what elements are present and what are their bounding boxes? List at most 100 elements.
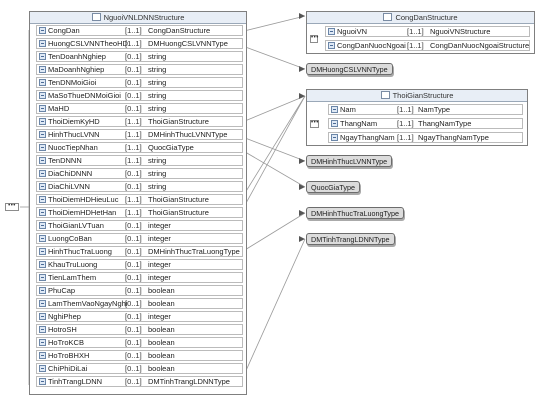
field-row[interactable]: ThoiDiemKyHD[1..1]ThoiGianStructure xyxy=(30,115,246,128)
field-cardinality: [0..1] xyxy=(125,234,142,243)
field-type: DMTinhTrangLDNNType xyxy=(148,377,230,386)
field-row-frame xyxy=(36,363,243,374)
field-row-frame xyxy=(36,285,243,296)
choice-compositor[interactable]: ••• xyxy=(310,120,319,128)
field-row-frame xyxy=(36,168,243,179)
field-row[interactable]: HinhThucLVNN[1..1]DMHinhThucLVNNType xyxy=(30,128,246,141)
field-row-frame xyxy=(36,311,243,322)
field-row-frame xyxy=(325,26,530,37)
field-row[interactable]: NgayThangNam[1..1]NgayThangNamType xyxy=(307,131,527,144)
simple-type-dmhuongcslvnn[interactable]: DMHuongCSLVNNType xyxy=(306,63,393,75)
field-name: NguoiVN xyxy=(337,27,368,36)
field-name: ThoiDiemKyHD xyxy=(48,117,100,126)
nguoivnldnn-structure-box[interactable]: NguoiVNLDNNStructure CongDan[1..1]CongDa… xyxy=(29,11,247,395)
field-name: MaSoThueDNMoiGioi xyxy=(48,91,121,100)
field-cardinality: [0..1] xyxy=(125,169,142,178)
field-type: boolean xyxy=(148,338,175,347)
field-row[interactable]: DiaChiLVNN[0..1]string xyxy=(30,180,246,193)
field-row[interactable]: TienLamThem[0..1]integer xyxy=(30,271,246,284)
field-row[interactable]: MaSoThueDNMoiGioi[0..1]string xyxy=(30,89,246,102)
field-row[interactable]: HoTroBHXH[0..1]boolean xyxy=(30,349,246,362)
field-row[interactable]: TenDNMoiGioi[0..1]string xyxy=(30,76,246,89)
field-name: ChiPhiDiLai xyxy=(48,364,88,373)
field-type: string xyxy=(148,182,167,191)
field-type: NguoiVNStructure xyxy=(430,27,491,36)
field-name: HinhThucLVNN xyxy=(48,130,100,139)
field-cardinality: [0..1] xyxy=(125,182,142,191)
field-row-frame xyxy=(36,142,243,153)
field-row-frame xyxy=(36,298,243,309)
field-row-frame xyxy=(36,376,243,387)
field-cardinality: [0..1] xyxy=(125,325,142,334)
field-row[interactable]: ThangNam[1..1]ThangNamType xyxy=(307,117,527,130)
simple-type-quocgia[interactable]: QuocGiaType xyxy=(306,181,360,193)
simple-type-dmtinhtrangldnn[interactable]: DMTinhTrangLDNNType xyxy=(306,233,395,245)
element-icon xyxy=(328,28,335,35)
field-row[interactable]: HotroSH[0..1]boolean xyxy=(30,323,246,336)
field-name: TenDNNN xyxy=(48,156,82,165)
field-row[interactable]: TenDNNN[1..1]string xyxy=(30,154,246,167)
element-icon xyxy=(39,339,46,346)
field-row[interactable]: NghiPhep[0..1]integer xyxy=(30,310,246,323)
field-row[interactable]: MaHD[0..1]string xyxy=(30,102,246,115)
field-cardinality: [1..1] xyxy=(125,208,142,217)
field-row-frame xyxy=(328,104,523,115)
field-cardinality: [0..1] xyxy=(125,299,142,308)
field-row[interactable]: KhauTruLuong[0..1]integer xyxy=(30,258,246,271)
field-cardinality: [1..1] xyxy=(397,119,414,128)
sequence-compositor-main[interactable]: ••• xyxy=(5,203,19,211)
box-title-bar: ThoiGianStructure xyxy=(307,90,527,102)
field-row[interactable]: LuongCoBan[0..1]integer xyxy=(30,232,246,245)
field-name: ThangNam xyxy=(340,119,378,128)
field-name: TenDoanhNghiep xyxy=(48,52,106,61)
choice-compositor[interactable]: ••• xyxy=(310,35,319,43)
field-cardinality: [1..1] xyxy=(125,26,142,35)
field-row[interactable]: DiaChiDNNN[0..1]string xyxy=(30,167,246,180)
field-cardinality: [1..1] xyxy=(125,39,142,48)
field-type: boolean xyxy=(148,325,175,334)
simple-type-dmhinhthuctraluong[interactable]: DMHinhThucTraLuongType xyxy=(306,207,405,219)
box-title: CongDanStructure xyxy=(395,13,458,22)
complex-type-icon xyxy=(383,13,393,21)
field-row[interactable]: ThoiDiemHDHieuLuc[1..1]ThoiGianStructure xyxy=(30,193,246,206)
field-row[interactable]: HoTroKCB[0..1]boolean xyxy=(30,336,246,349)
element-icon xyxy=(39,352,46,359)
field-row[interactable]: HuongCSLVNNTheoHD[1..1]DMHuongCSLVNNType xyxy=(30,37,246,50)
field-name: CongDan xyxy=(48,26,80,35)
simple-type-dmhinhthuclvnn[interactable]: DMHinhThucLVNNType xyxy=(306,155,393,167)
field-row[interactable]: Nam[1..1]NamType xyxy=(307,103,527,116)
field-row[interactable]: ThoiDiemHDHetHan[1..1]ThoiGianStructure xyxy=(30,206,246,219)
element-icon xyxy=(39,157,46,164)
field-type: integer xyxy=(148,260,171,269)
field-row[interactable]: PhuCap[0..1]boolean xyxy=(30,284,246,297)
field-row[interactable]: ChiPhiDiLai[0..1]boolean xyxy=(30,362,246,375)
field-name: TienLamThem xyxy=(48,273,97,282)
field-row[interactable]: CongDan[1..1]CongDanStructure xyxy=(30,24,246,37)
field-row[interactable]: NguoiVN[1..1]NguoiVNStructure xyxy=(307,25,534,38)
field-row-frame xyxy=(325,40,530,51)
field-cardinality: [0..1] xyxy=(125,286,142,295)
field-name: HinhThucTraLuong xyxy=(48,247,112,256)
field-row[interactable]: CongDanNuocNgoai[1..1]CongDanNuocNgoaiSt… xyxy=(307,39,534,52)
field-row-frame xyxy=(36,90,243,101)
element-icon xyxy=(39,105,46,112)
field-type: DMHinhThucTraLuongType xyxy=(148,247,240,256)
field-row[interactable]: TenDoanhNghiep[0..1]string xyxy=(30,50,246,63)
field-row[interactable]: MaDoanhNghiep[0..1]string xyxy=(30,63,246,76)
field-row[interactable]: TinhTrangLDNN[0..1]DMTinhTrangLDNNType xyxy=(30,375,246,388)
field-cardinality: [0..1] xyxy=(125,312,142,321)
field-cardinality: [0..1] xyxy=(125,351,142,360)
congdan-structure-box[interactable]: CongDanStructure ••• NguoiVN[1..1]NguoiV… xyxy=(306,11,535,54)
element-icon xyxy=(39,40,46,47)
field-row[interactable]: LamThemVaoNgayNghi[0..1]boolean xyxy=(30,297,246,310)
element-icon xyxy=(39,248,46,255)
field-row-frame xyxy=(36,38,243,49)
field-type: string xyxy=(148,78,167,87)
field-row[interactable]: HinhThucTraLuong[0..1]DMHinhThucTraLuong… xyxy=(30,245,246,258)
element-icon xyxy=(39,365,46,372)
field-name: PhuCap xyxy=(48,286,76,295)
field-row[interactable]: ThoiGianLVTuan[0..1]integer xyxy=(30,219,246,232)
field-row[interactable]: NuocTiepNhan[1..1]QuocGiaType xyxy=(30,141,246,154)
box-title: ThoiGianStructure xyxy=(392,91,454,100)
